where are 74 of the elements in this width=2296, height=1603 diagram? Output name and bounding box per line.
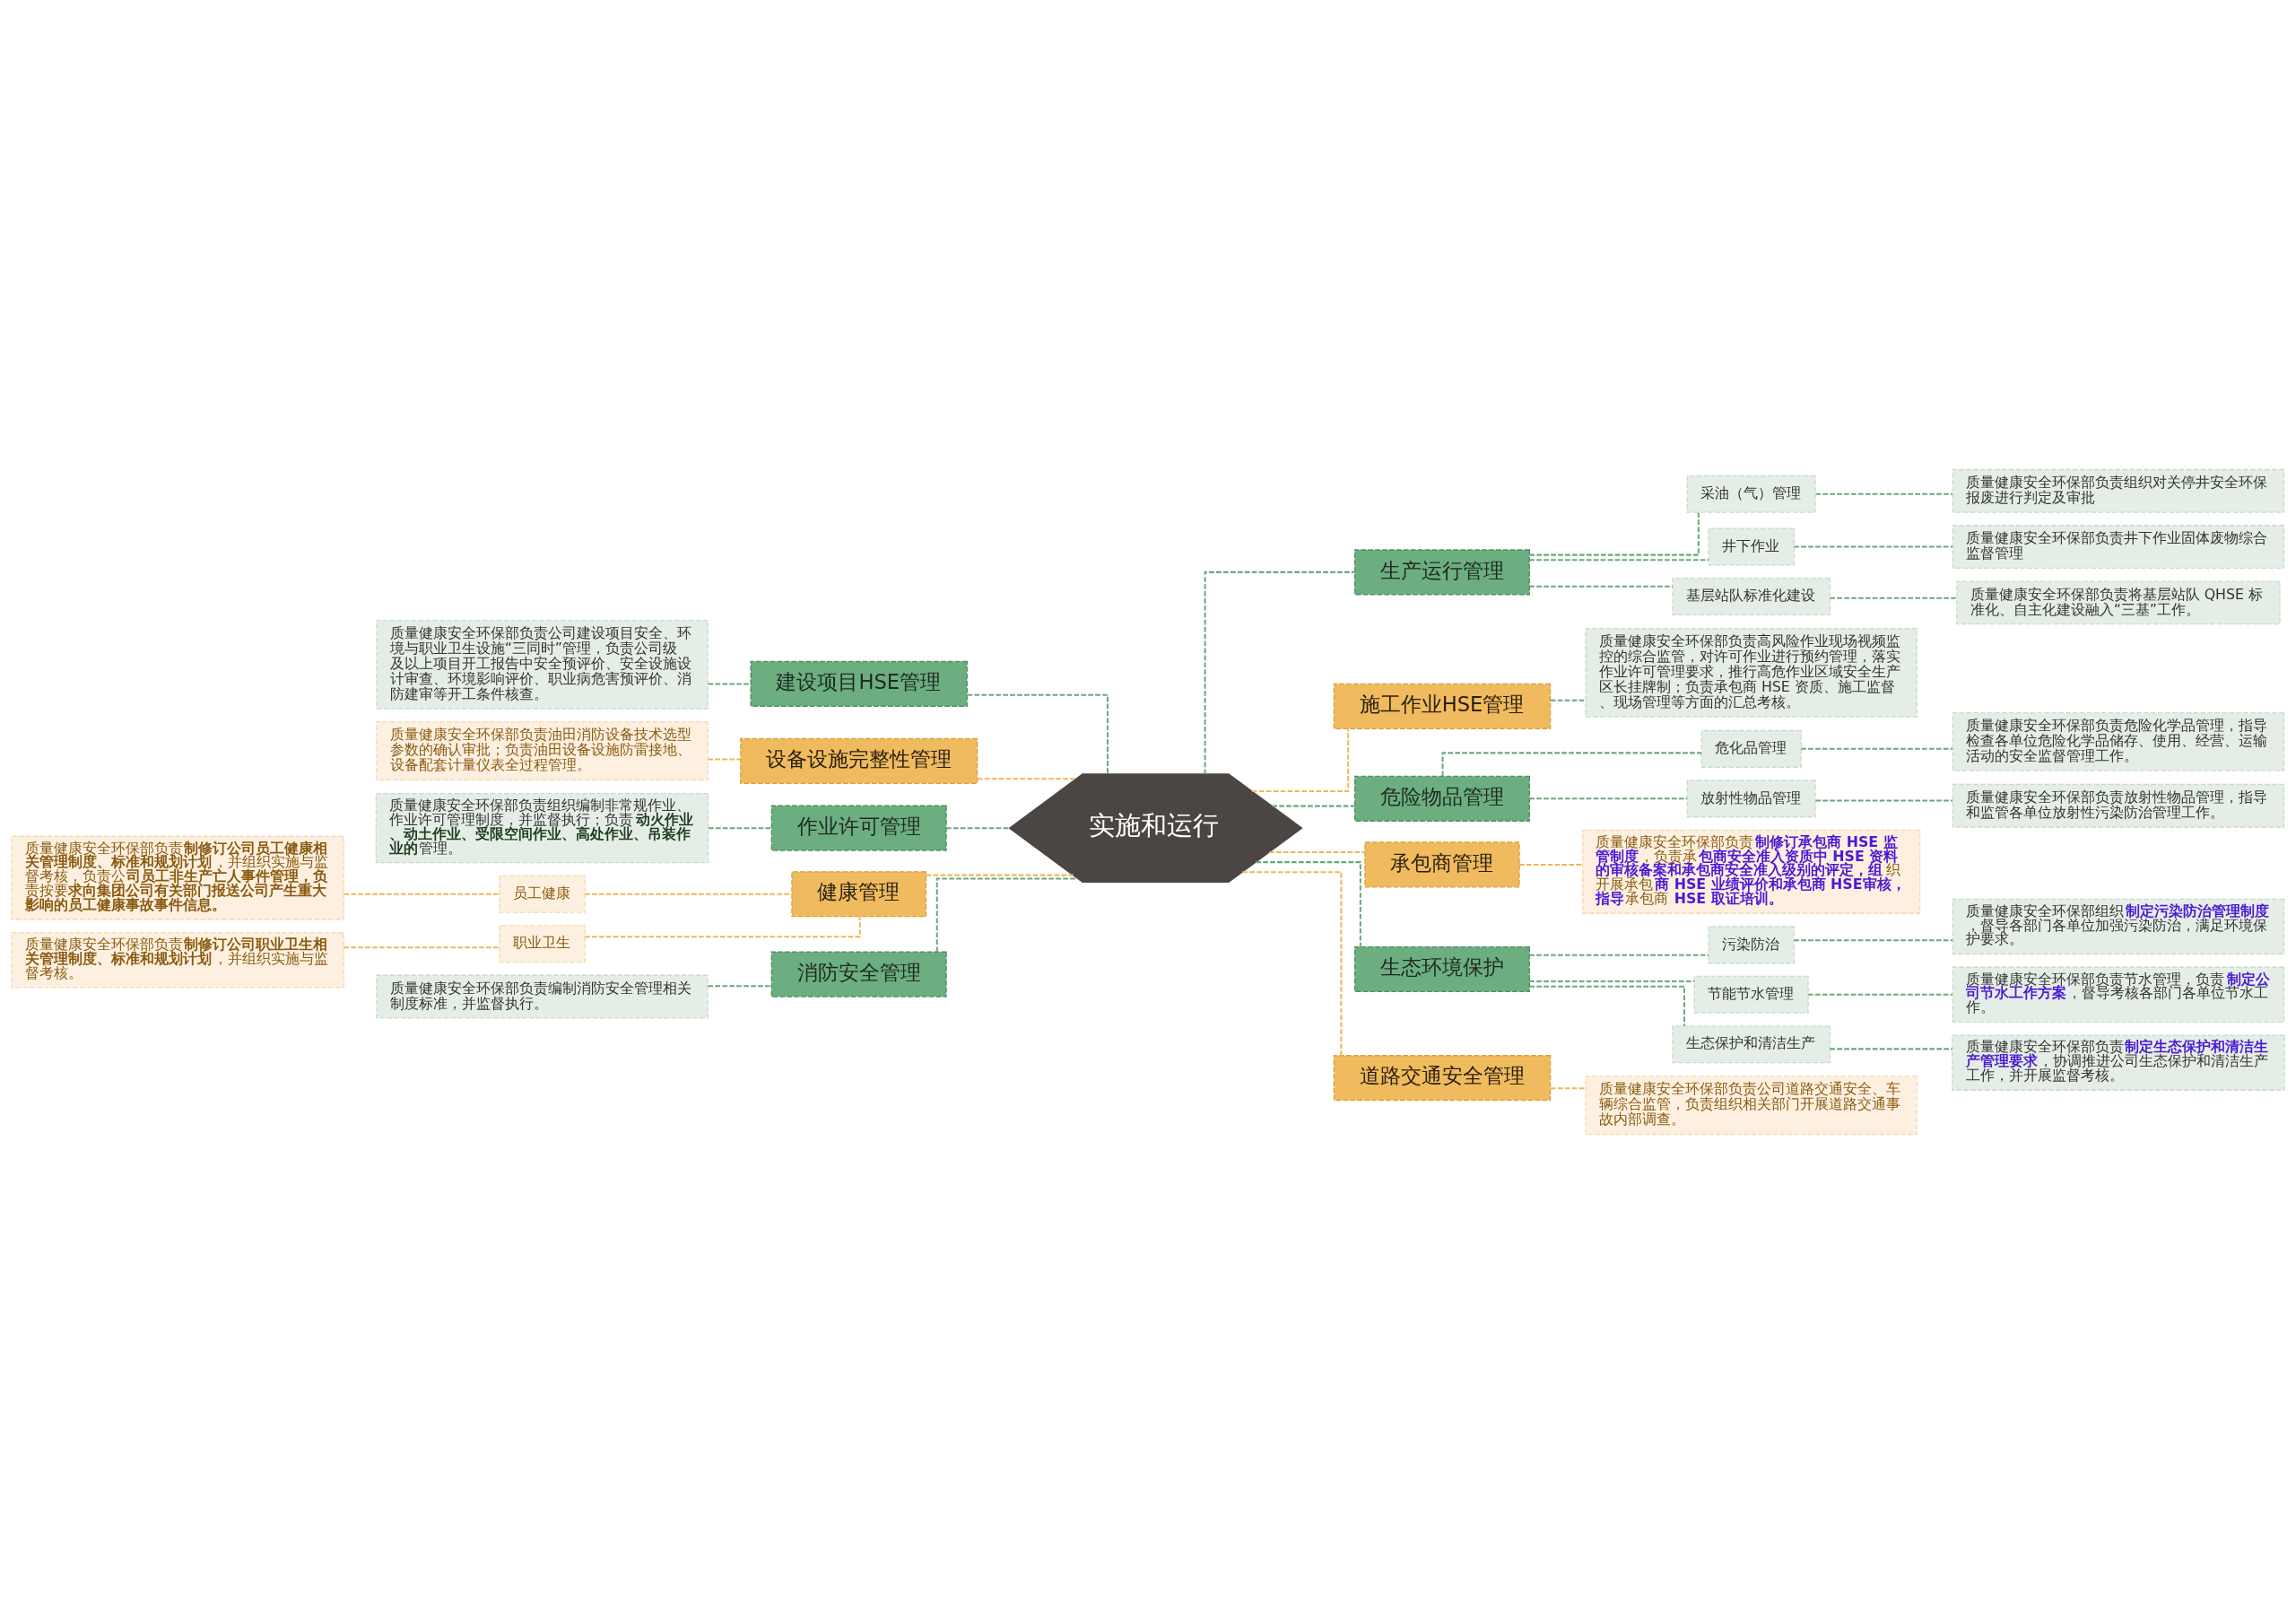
node-box: 基层站队标准化建设: [1672, 577, 1831, 615]
node-box: 设备设施完整性管理: [740, 737, 978, 784]
node-box: 采油（气）管理: [1686, 475, 1816, 513]
connector: [1242, 870, 1343, 1056]
node-box: 质量健康安全环保部负责井下作业固体废物综合监督管理: [1952, 524, 2285, 569]
node-box: 员工健康: [499, 875, 586, 913]
connector: [344, 893, 500, 895]
node-box: 质量健康安全环保部负责制修订公司职业卫生相关管理制度、标准和规划计划，并组织实施与监督考核。: [11, 931, 344, 989]
node-box: 道路交通安全管理: [1333, 1054, 1552, 1101]
connector: [1551, 699, 1587, 701]
connector: [708, 757, 741, 760]
node-box: 质量健康安全环保部负责放射性物品管理，指导和监管各单位放射性污染防治管理工作。: [1952, 783, 2285, 828]
connector: [1519, 863, 1583, 866]
node-box: 质量健康安全环保部负责公司道路交通安全、车辆综合监管，负责组织相关部门开展道路交通事故内部调查。: [1585, 1075, 1918, 1135]
connector: [1529, 980, 1695, 982]
node-box: 放射性物品管理: [1686, 779, 1816, 817]
node-box: 质量健康安全环保部负责油田消防设备技术选型参数的确认审批；负责油田设备设施防雷接地、设备配套计量仪表全过程管理。: [376, 720, 709, 780]
connector: [1830, 597, 1957, 599]
node-box: 生产运行管理: [1353, 548, 1530, 595]
connector: [946, 826, 1010, 829]
node-box: 职业卫生: [499, 924, 586, 963]
node-box: 质量健康安全环保部负责制修订公司员工健康相关管理制度、标准和规划计划，并组织实施与监督考核，负责公司员工非生产亡人事件管理，负责按要求向集团公司有关部门报送公司产生重大影响的员工健康事故事件信息。: [11, 835, 344, 920]
connector: [585, 893, 792, 895]
connector: [1529, 797, 1688, 799]
connector: [708, 682, 752, 684]
connector: [1529, 585, 1673, 588]
connector: [708, 826, 772, 829]
node-box: 危险物品管理: [1353, 775, 1530, 822]
node-box: 质量健康安全环保部负责公司建设项目安全、环境与职业卫生设施“三同时”管理，负责公司级及以上项目开工报告中安全预评价、安全设施设计审查、环境影响评价、职业病危害预评价、消防建审等开工条件核查。: [376, 619, 709, 710]
connector: [1272, 805, 1355, 807]
connector: [1801, 747, 1953, 750]
connector: [1830, 1047, 1952, 1050]
node-box: 质量健康安全环保部负责制修订承包商 HSE 监管制度，负责承包商安全准入资质中 HSE 资料的审核备案和承包商安全准入级别的评定，组织开展承包商 HSE 业绩评价和承包商 HSE审核，指导承包商 HSE 取证培训。: [1582, 829, 1921, 914]
connector: [1794, 545, 1953, 548]
connector: [1529, 558, 1709, 561]
connector: [926, 874, 1074, 876]
node-box: 危化品管理: [1700, 729, 1802, 768]
node-box: 承包商管理: [1364, 841, 1520, 887]
connector: [1269, 850, 1365, 853]
connector: [708, 984, 771, 987]
node-box: 生态环境保护: [1353, 945, 1530, 992]
node-box: 施工作业HSE管理: [1333, 683, 1552, 729]
node-box: 健康管理: [791, 870, 927, 917]
connector: [1256, 860, 1361, 946]
node-box: 消防安全管理: [770, 951, 947, 998]
node-box: 质量健康安全环保部负责高风险作业现场视频监控的综合监管，对许可作业进行预约管理，落实作业许可管理要求，推行高危作业区域安全生产区长挂牌制；负责承包商 HSE 资质、施工监督、现场管理等方面的汇总考核。: [1585, 627, 1918, 718]
connector: [935, 876, 1078, 952]
connector: [1551, 1086, 1587, 1089]
node-box: 建设项目HSE管理: [750, 660, 968, 707]
node-box: 污染防治: [1708, 925, 1795, 963]
node-box: 质量健康安全环保部负责组织编制非常规作业、作业许可管理制度，并监督执行；负责动火作业、动土作业、受限空间作业、高处作业、吊装作业的管理。: [375, 792, 709, 863]
connector: [967, 693, 1109, 774]
node-box: 作业许可管理: [770, 805, 947, 851]
connector: [1815, 492, 1953, 495]
connector: [1529, 985, 1685, 1026]
connector: [1794, 938, 1953, 941]
node-box: 质量健康安全环保部负责组织对关停井安全环保报废进行判定及审批: [1952, 468, 2285, 513]
connector: [1529, 954, 1709, 956]
connector: [1808, 993, 1952, 996]
node-box: 节能节水管理: [1693, 975, 1809, 1014]
node-box: 生态保护和清洁生产: [1672, 1024, 1831, 1063]
connector: [344, 945, 500, 948]
connector: [1204, 571, 1355, 774]
node-box: 质量健康安全环保部负责节水管理，负责制定公司节水工作方案，督导考核各部门各单位节水工作。: [1952, 966, 2285, 1023]
connector: [1251, 728, 1350, 792]
node-box: 质量健康安全环保部组织制定污染防治管理制度，督导各部门各单位加强污染防治，满足环境保护要求。: [1952, 898, 2285, 954]
connector: [1815, 799, 1953, 802]
node-box: 质量健康安全环保部负责编制消防安全管理相关制度标准，并监督执行。: [376, 974, 709, 1019]
connector: [1529, 511, 1700, 556]
node-box: 井下作业: [1708, 527, 1795, 566]
connector: [977, 777, 1076, 780]
node-box: 质量健康安全环保部负责将基层站队 QHSE 标准化、自主化建设融入“三基”工作。: [1956, 579, 2281, 624]
node-box: 质量健康安全环保部负责危险化学品管理，指导检查各单位危险化学品储存、使用、经营、运输活动的安全监督管理工作。: [1952, 711, 2285, 771]
node-box: 质量健康安全环保部负责制定生态保护和清洁生产管理要求，协调推进公司生态保护和清洁生产工作，并开展监督考核。: [1952, 1033, 2285, 1091]
